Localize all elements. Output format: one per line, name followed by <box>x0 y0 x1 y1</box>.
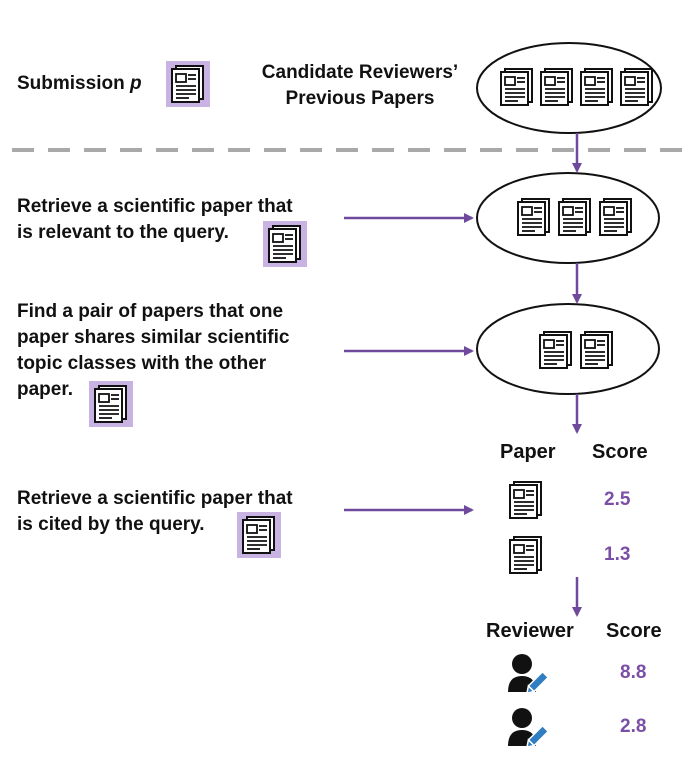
reviewer-pen-icon <box>506 707 550 747</box>
document-icon <box>539 331 573 369</box>
submission-document-icon <box>166 61 210 107</box>
reviewer-pen-icon <box>506 653 550 693</box>
query-document-icon <box>89 381 133 427</box>
reviewer-score-value: 8.8 <box>620 662 647 683</box>
step1-text: Retrieve a scientific paper that is rele… <box>17 196 293 243</box>
document-icon <box>580 68 614 106</box>
step2-text: Find a pair of papers that one paper sha… <box>17 301 290 400</box>
candidate-reviewers-title: Candidate Reviewers’ Previous Papers <box>261 62 459 109</box>
paper-score-value: 1.3 <box>604 544 631 565</box>
document-icon <box>509 536 543 574</box>
document-icon <box>599 198 633 236</box>
document-icon <box>500 68 534 106</box>
reviewer-score-value: 2.8 <box>620 716 647 737</box>
step3-text: Retrieve a scientific paper that is cite… <box>17 488 293 535</box>
query-document-icon <box>237 512 281 558</box>
paper-score-value: 2.5 <box>604 489 631 510</box>
document-icon <box>517 198 551 236</box>
document-icon <box>580 331 614 369</box>
document-icon <box>558 198 592 236</box>
query-document-icon <box>263 221 307 267</box>
document-icon <box>509 481 543 519</box>
document-icon <box>620 68 654 106</box>
paper-score-column-header: Score <box>592 441 648 463</box>
reviewer-score-column-header: Score <box>606 620 662 642</box>
reviewer-column-header: Reviewer <box>486 620 574 642</box>
submission-label: Submission p <box>17 73 142 94</box>
paper-column-header: Paper <box>500 441 556 463</box>
document-icon <box>540 68 574 106</box>
